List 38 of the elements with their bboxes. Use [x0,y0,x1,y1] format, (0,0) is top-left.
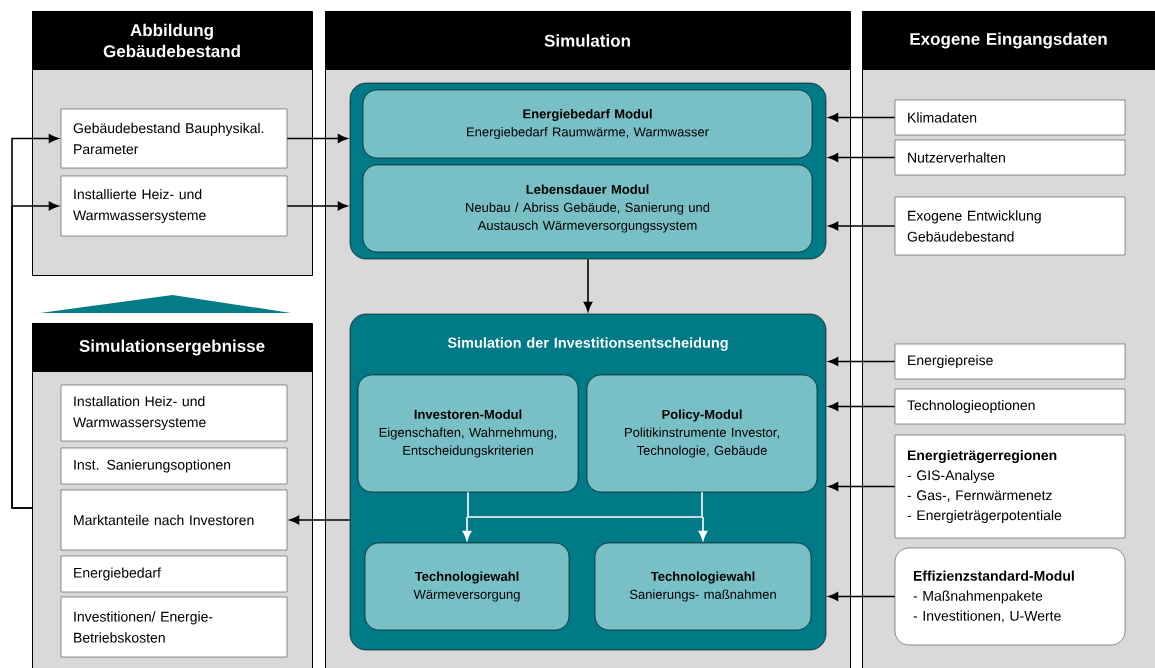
data-box: Inst. Sanierungsoptionen [60,447,288,485]
data-box: Marktanteile nach Investoren [60,489,288,551]
arrow [286,134,348,143]
data-box: Installierte Heiz- und Warmwassersysteme [60,175,288,237]
arrow [289,515,351,525]
arrow [11,201,59,509]
data-box: Installation Heiz- und Warmwassersysteme [60,384,288,442]
data-box: Klimadaten [894,99,1126,136]
data-box: Nutzerverhalten [894,139,1126,176]
data-box: Energiebedarf [60,555,288,593]
module-box: Energiebedarf Modul Energiebedarf Raumwärme, Warmwasser [362,89,813,159]
arrow [698,516,708,541]
panel-heading: Exogene Eingangsdaten [862,11,1155,70]
arrow [286,201,348,211]
data-box: Energiepreise [894,343,1126,380]
arrow [828,153,896,162]
data-box: Exogene Entwicklung Gebäudebestand [894,196,1126,256]
module-box: Technologiewahl Wärmeversorgung [364,542,570,631]
module-box: Policy-Modul Politikinstrumente Investor, Technologie, Gebäude [586,374,818,493]
arrow [828,221,896,231]
data-box: Energieträgerregionen - GIS-Analyse - Gas-, Fernwärmenetz - Energieträgerpotentiale [894,434,1126,539]
data-box: Gebäudebestand Bauphysikal. Parameter [60,108,288,169]
data-box: Investitionen/ Energie- Betriebskosten [60,596,288,658]
module-box: Effizienzstandard-Modul - Maßnahmenpakete - Investitionen, U-Werte [894,547,1126,646]
arrow [462,516,472,541]
arrow [828,402,896,411]
module-box: Lebensdauer Modul Neubau / Abriss Gebäude, Sanierung und Austausch Wärmeversorgungssystem [362,164,813,253]
arrow [828,113,896,122]
module-box: Investoren-Modul Eigenschaften, Wahrnehmung, Entscheidungskriterien [357,374,579,493]
panel-heading: Simulation [325,11,850,70]
panel-heading: Abbildung Gebäudebestand [32,11,312,70]
data-box: Technologieoptionen [894,388,1126,425]
arrow [828,357,896,366]
panel-heading: Simulationsergebnisse [32,323,312,372]
arrow [828,482,896,491]
module-box: Technologiewahl Sanierungs- maßnahmen [594,542,812,631]
arrow [828,592,896,601]
arrow [583,258,593,312]
